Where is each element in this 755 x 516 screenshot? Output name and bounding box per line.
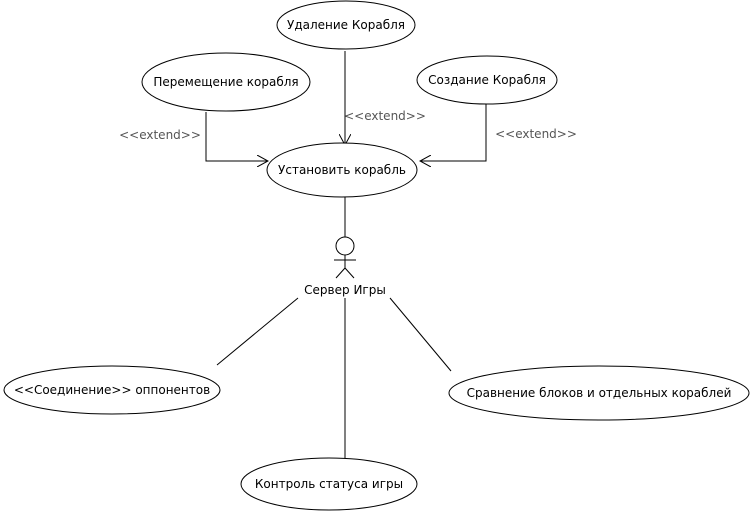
use-case-place-ship[interactable]: Установить корабль bbox=[266, 142, 418, 198]
use-case-delete-ship[interactable]: Удаление Корабля bbox=[276, 0, 416, 50]
actor-game-server-label: Сервер Игры bbox=[304, 283, 386, 297]
use-case-delete-ship-label: Удаление Корабля bbox=[287, 18, 405, 32]
use-case-game-status[interactable]: Контроль статуса игры bbox=[240, 457, 418, 511]
use-case-game-status-label: Контроль статуса игры bbox=[255, 477, 403, 491]
actor-game-server[interactable]: Сервер Игры bbox=[300, 236, 390, 298]
extend-create-label: <<extend>> bbox=[495, 127, 577, 141]
use-case-move-ship[interactable]: Перемещение корабля bbox=[141, 52, 311, 112]
extend-delete-label: <<extend>> bbox=[344, 109, 426, 123]
association-compare-blocks bbox=[389, 297, 452, 372]
extend-move-connector bbox=[205, 112, 268, 161]
use-case-compare-blocks[interactable]: Сравнение блоков и отдельных кораблей bbox=[448, 365, 750, 421]
use-case-connect-opponents-label: <<Соединение>> оппонентов bbox=[14, 383, 210, 397]
extend-move-label: <<extend>> bbox=[119, 128, 201, 142]
use-case-compare-blocks-label: Сравнение блоков и отдельных кораблей bbox=[467, 386, 732, 400]
use-case-create-ship-label: Создание Корабля bbox=[428, 73, 546, 87]
actor-head-icon bbox=[335, 236, 355, 256]
use-case-create-ship[interactable]: Создание Корабля bbox=[416, 55, 558, 105]
extend-create-connector bbox=[420, 104, 487, 161]
use-case-connect-opponents[interactable]: <<Соединение>> оппонентов bbox=[3, 365, 221, 415]
use-case-move-ship-label: Перемещение корабля bbox=[153, 75, 298, 89]
association-connect-opponents bbox=[216, 297, 299, 366]
use-case-place-ship-label: Установить корабль bbox=[278, 163, 406, 177]
